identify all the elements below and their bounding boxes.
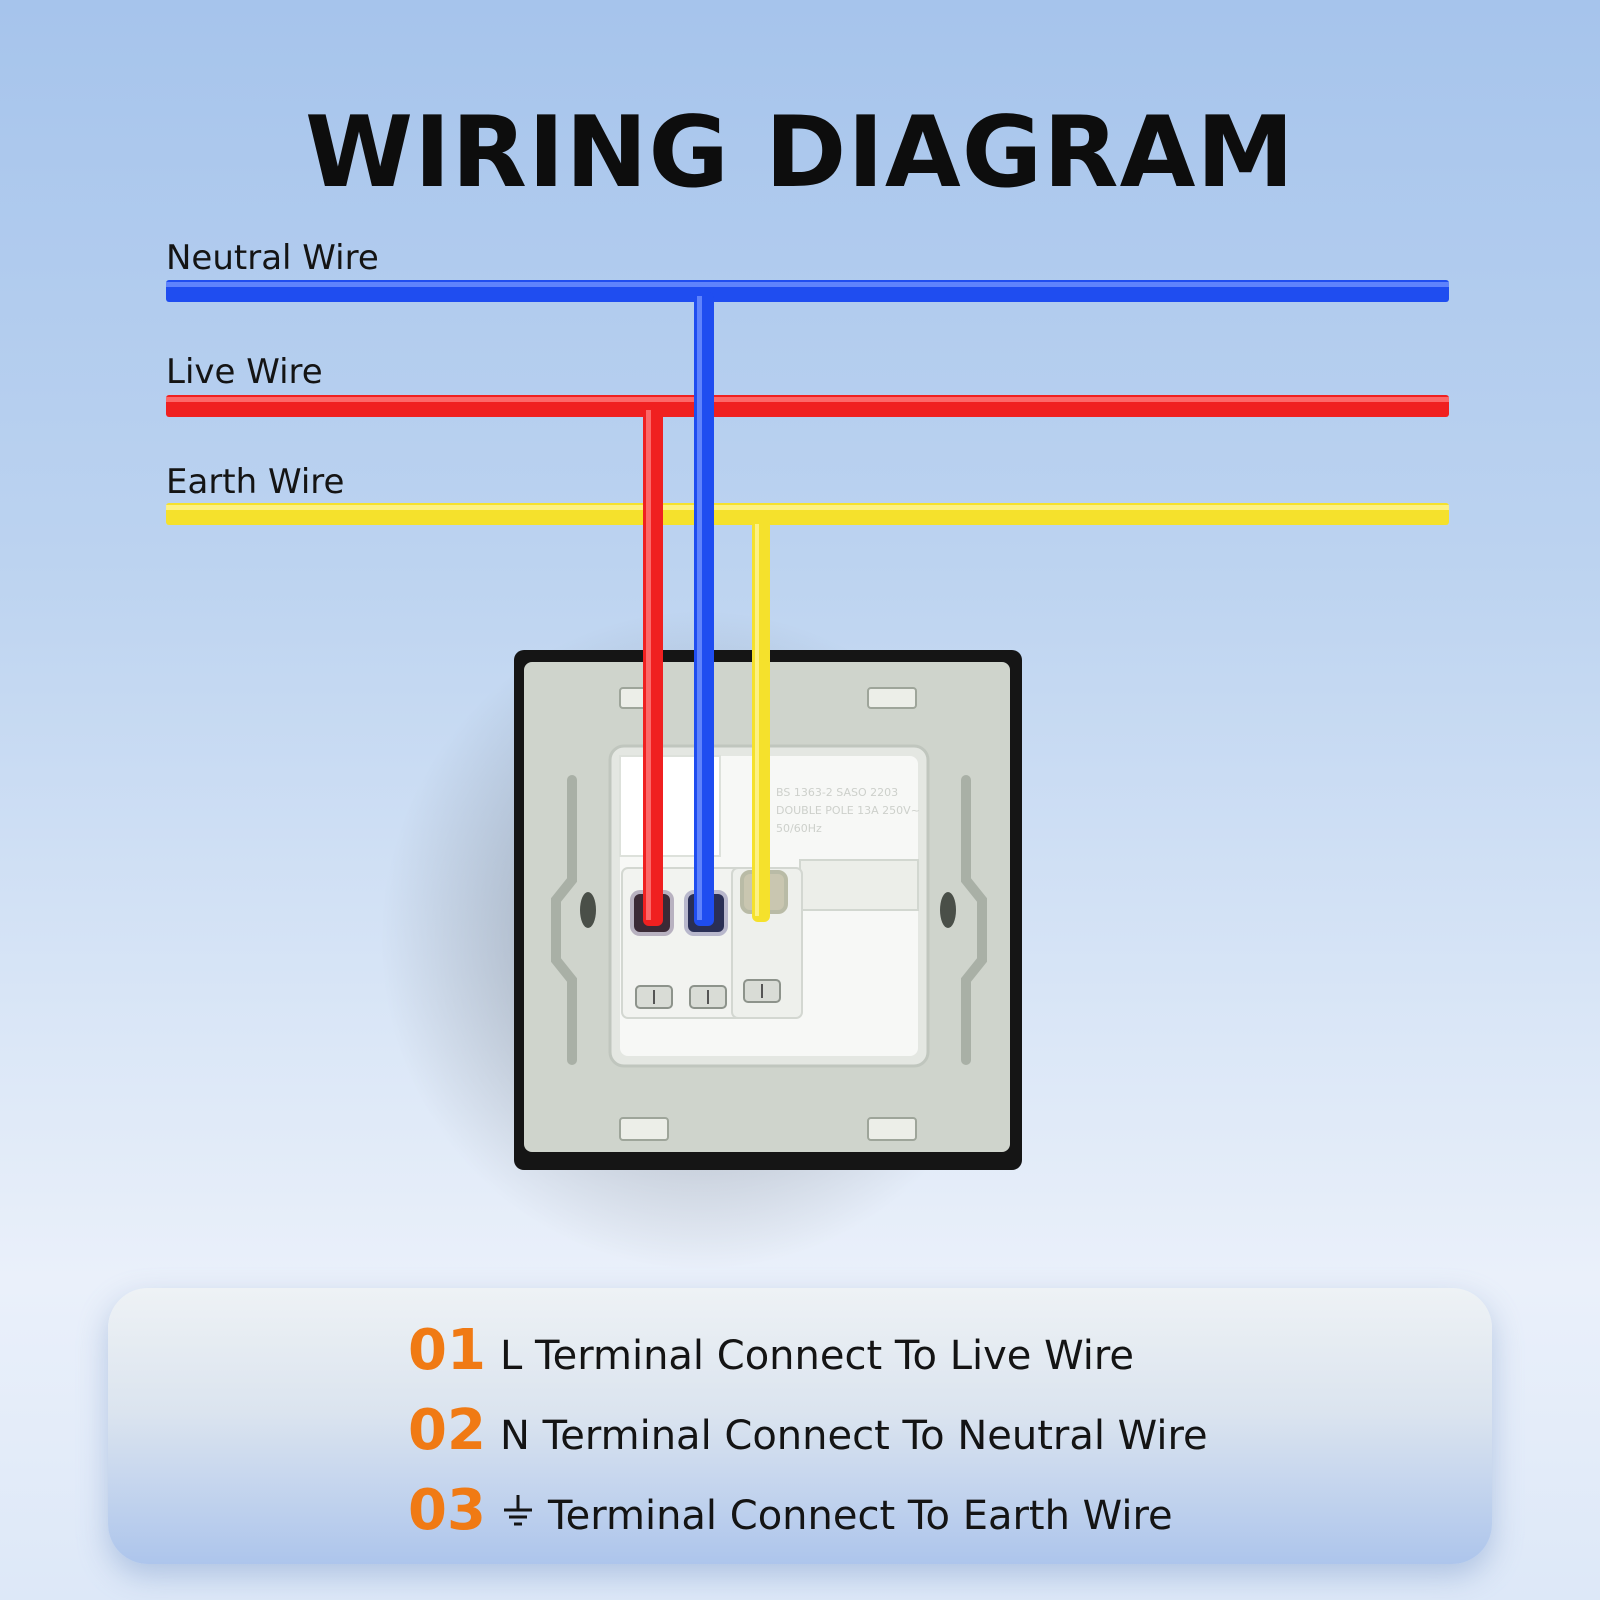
socket-rating-text-2: DOUBLE POLE 13A 250V~ [776, 804, 920, 817]
page-title: WIRING DIAGRAM [305, 96, 1295, 210]
neutral-wire-label: Neutral Wire [166, 238, 379, 278]
legend-item-earth: 03 Terminal Connect To Earth Wire [408, 1478, 1173, 1543]
legend-number: 01 [408, 1318, 486, 1383]
legend-panel: 01 L Terminal Connect To Live Wire 02 N … [108, 1288, 1492, 1564]
legend-number: 02 [408, 1398, 486, 1463]
legend-number: 03 [408, 1478, 486, 1543]
legend-item-live: 01 L Terminal Connect To Live Wire [408, 1318, 1134, 1383]
socket-rating-text-1: BS 1363-2 SASO 2203 [776, 786, 898, 799]
earth-drop-wire [752, 520, 770, 922]
live-wire-label: Live Wire [166, 352, 323, 392]
socket-rating-text-3: 50/60Hz [776, 822, 822, 835]
earth-ground-icon [504, 1495, 532, 1526]
legend-item-neutral: 02 N Terminal Connect To Neutral Wire [408, 1398, 1208, 1463]
earth-wire-label: Earth Wire [166, 462, 345, 502]
legend-text: L Terminal Connect To Live Wire [500, 1333, 1135, 1379]
legend-text: Terminal Connect To Earth Wire [548, 1493, 1173, 1539]
legend-text: N Terminal Connect To Neutral Wire [500, 1413, 1208, 1459]
